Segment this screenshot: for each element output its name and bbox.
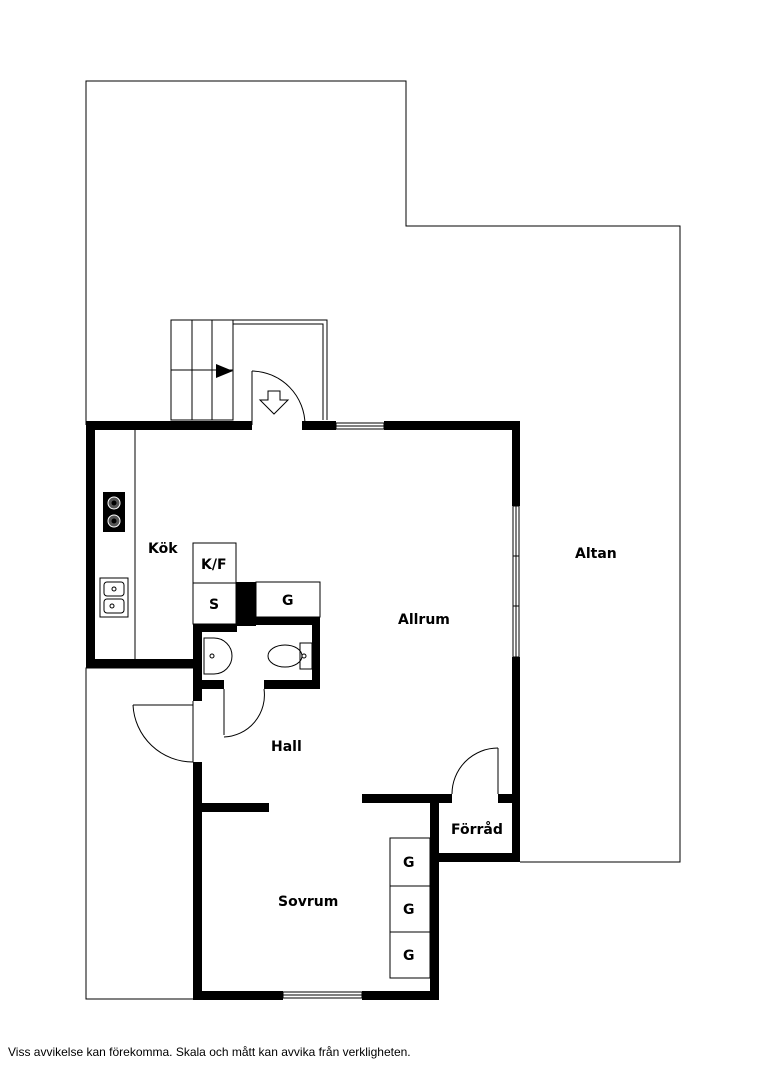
- room-label-sovrum: Sovrum: [278, 894, 338, 910]
- kitchen-sink: [99, 577, 129, 618]
- toilet: [267, 642, 313, 670]
- room-label-kok: Kök: [148, 541, 178, 557]
- room-label-hall: Hall: [271, 739, 302, 755]
- fixture-label-g-wardrobe-2: G: [403, 902, 415, 918]
- walls: [86, 421, 520, 1000]
- entrance-stairs: [170, 319, 328, 421]
- fridge-freezer: [192, 542, 321, 625]
- bathroom-door: [223, 688, 265, 738]
- stair-arrow-icon: [216, 364, 233, 378]
- room-label-altan: Altan: [575, 546, 617, 562]
- storage-door: [451, 747, 499, 795]
- fixture-label-kf: K/F: [201, 557, 227, 573]
- fixture-label-g-hall: G: [282, 593, 294, 609]
- wardrobes: [389, 837, 431, 979]
- entrance-door: [251, 370, 306, 426]
- windows: [282, 422, 520, 999]
- bathroom-sink: [203, 637, 233, 675]
- plot-outline: [85, 80, 681, 1000]
- room-label-forrad: Förråd: [451, 821, 503, 838]
- disclaimer-text: Viss avvikelse kan förekomma. Skala och …: [8, 1045, 411, 1059]
- fixture-label-g-wardrobe-1: G: [403, 855, 415, 871]
- hall-door: [132, 701, 194, 763]
- fixture-label-g-wardrobe-3: G: [403, 948, 415, 964]
- entrance-arrow-icon: [258, 390, 290, 415]
- room-label-allrum: Allrum: [398, 612, 450, 628]
- fixture-label-s: S: [209, 597, 219, 613]
- stove: [103, 492, 125, 532]
